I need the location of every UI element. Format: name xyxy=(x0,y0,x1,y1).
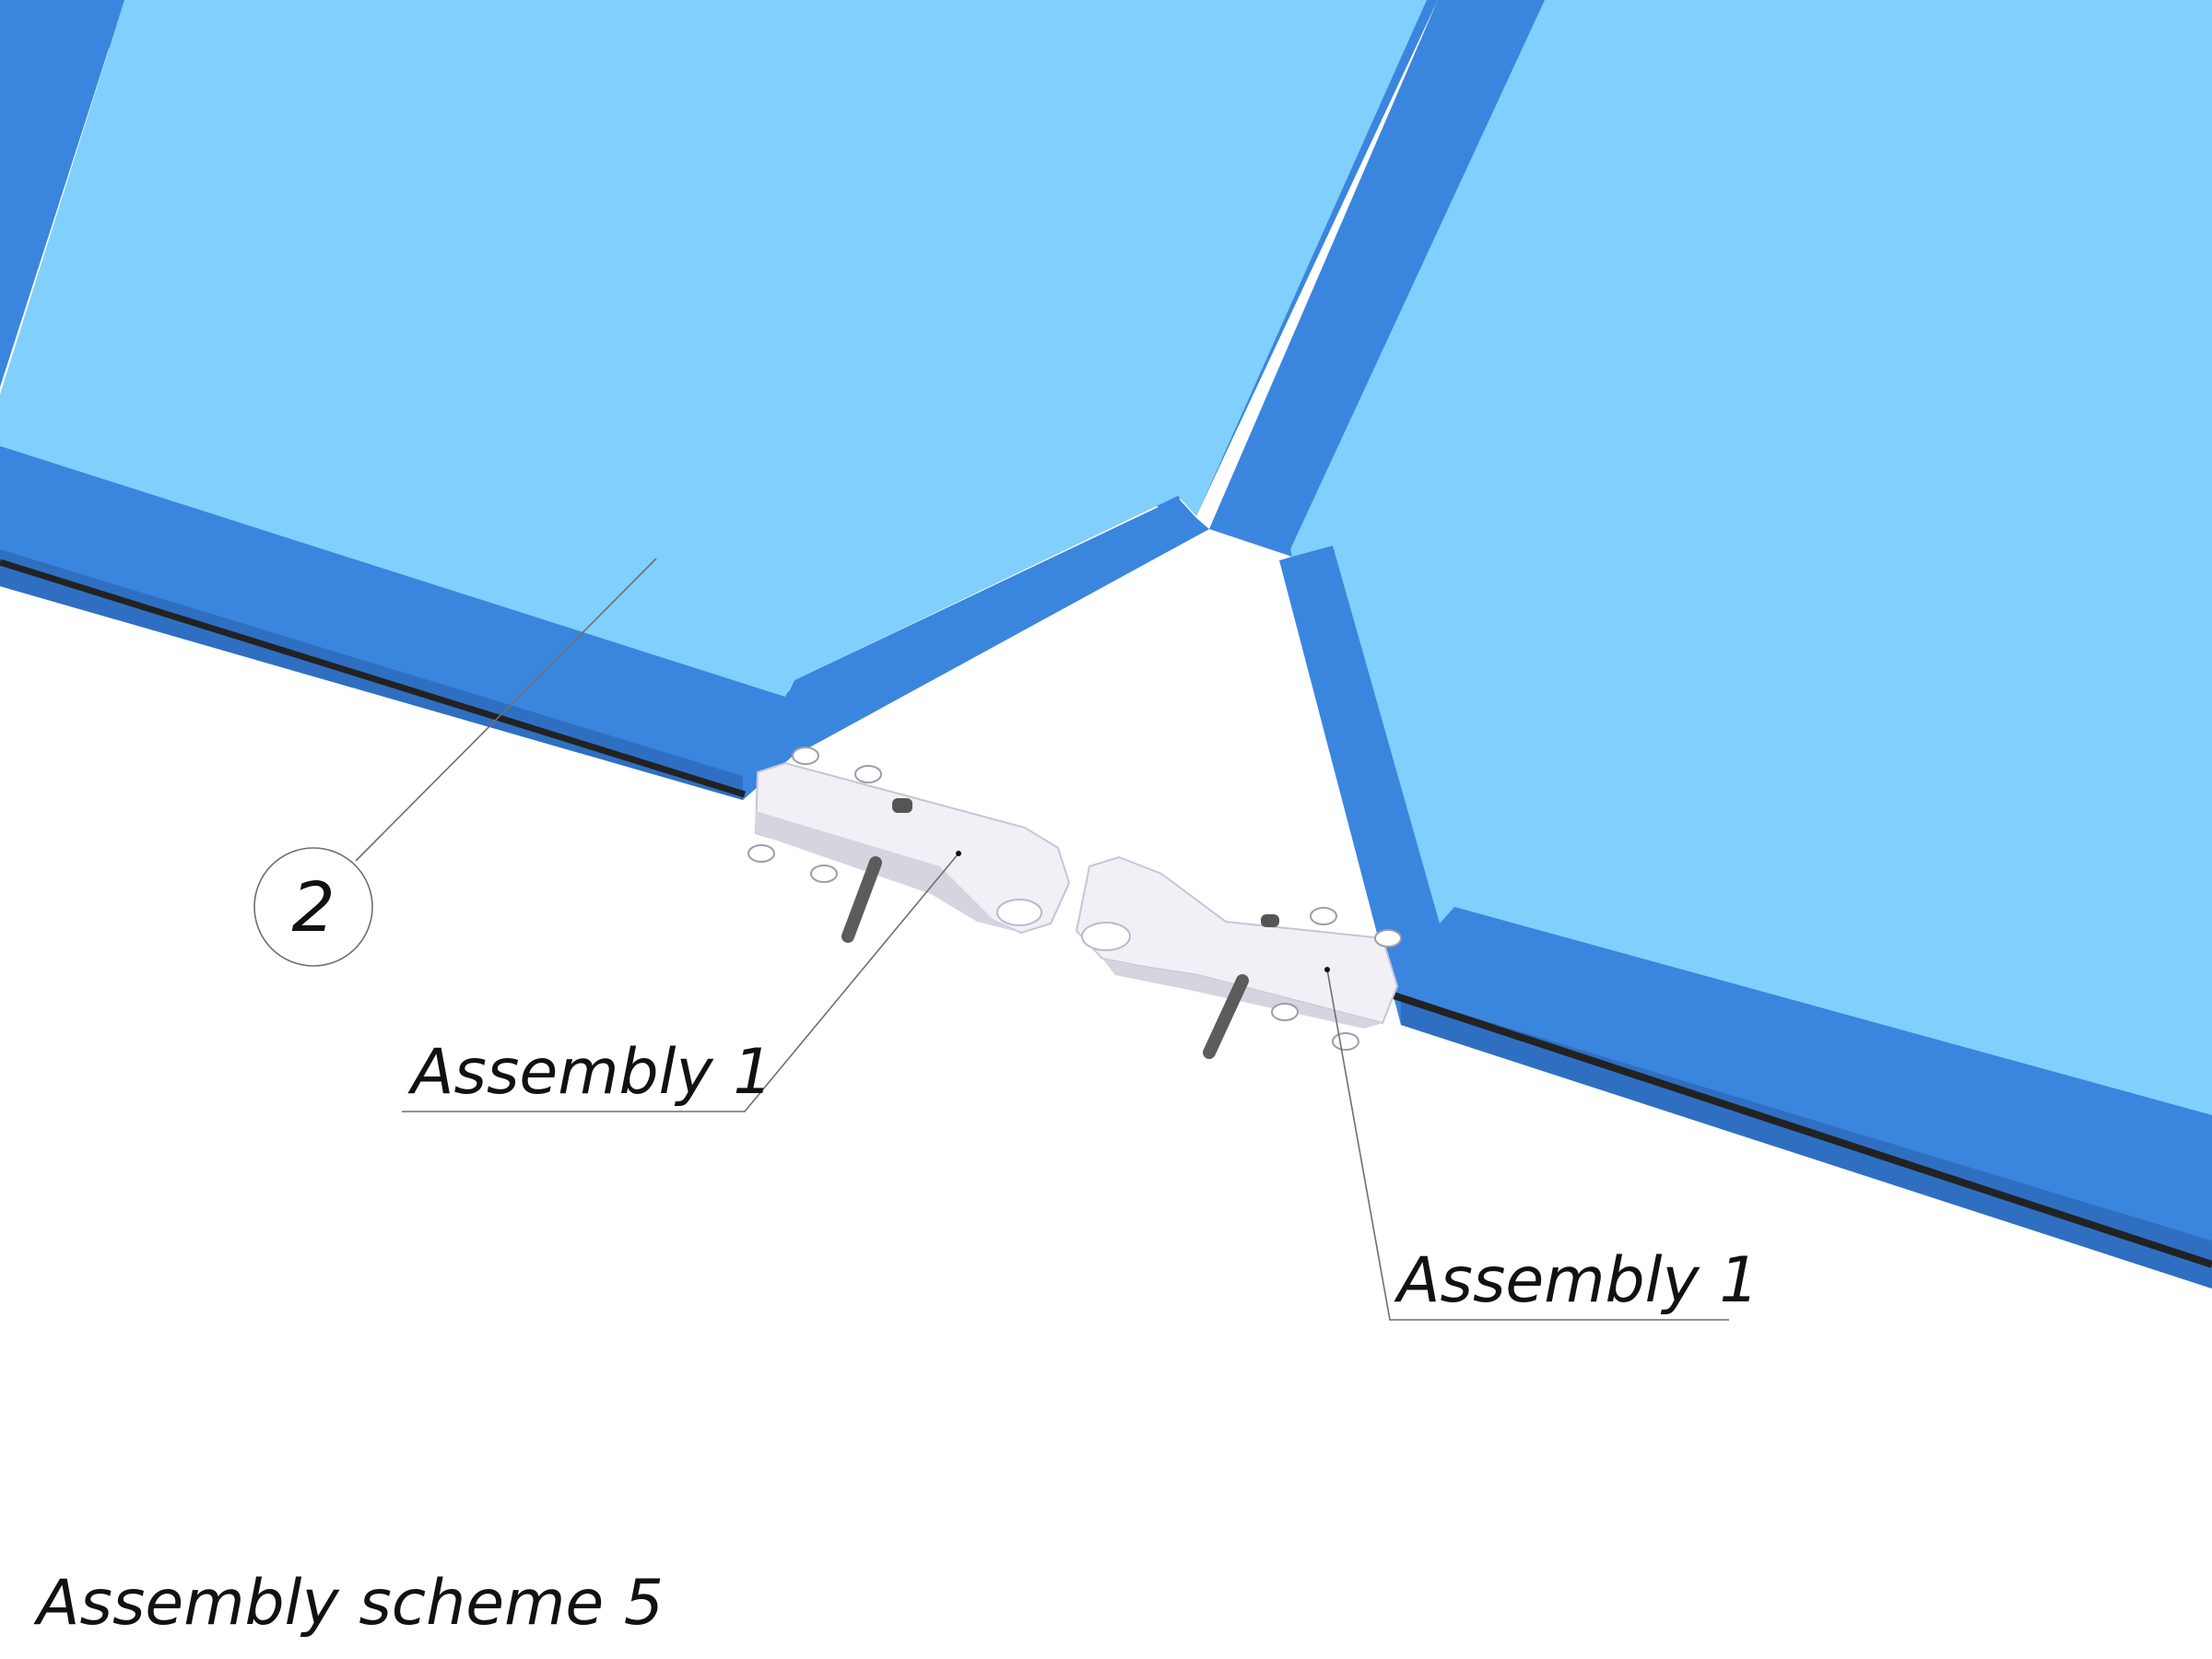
left-bracket-pin xyxy=(841,856,882,943)
assembly-label-left: Assembly 1 xyxy=(407,1036,773,1109)
left-panel xyxy=(0,0,1438,800)
screw-icon xyxy=(747,844,775,863)
hinge-bracket-left xyxy=(747,747,1071,943)
left-bracket-shade xyxy=(756,811,1021,933)
left-bracket-screws xyxy=(747,747,882,883)
left-panel-side-frame xyxy=(0,0,124,387)
right-frame-rod xyxy=(1392,992,2212,1268)
left-panel-bottom-frame xyxy=(0,446,1209,800)
right-bracket-screws xyxy=(1271,907,1402,1051)
part-balloon-circle xyxy=(253,847,373,967)
right-panel xyxy=(1209,0,2212,1288)
left-panel-glass xyxy=(0,0,1427,697)
left-bracket-dark-pin-head xyxy=(892,798,912,813)
leader-dot-right xyxy=(1324,967,1330,972)
screw-icon xyxy=(810,865,838,883)
right-panel-bottom-shadow xyxy=(1401,995,2212,1288)
leader-dot-left xyxy=(956,851,961,856)
leader-line-assembly-right xyxy=(1326,969,1729,1321)
leader-lines xyxy=(355,558,1729,1321)
left-frame-rod xyxy=(0,559,747,798)
drawing-caption: Assembly scheme 5 xyxy=(33,1567,664,1640)
right-bracket-pin xyxy=(1203,974,1249,1059)
leader-line-assembly-left xyxy=(402,853,959,1112)
right-panel-glass xyxy=(1290,0,2212,1115)
screw-icon xyxy=(1271,1003,1299,1021)
leader-line-panel xyxy=(355,558,657,862)
screw-icon xyxy=(792,747,819,765)
part-balloon: 2 xyxy=(253,847,373,967)
screw-icon xyxy=(854,765,882,783)
screw-icon xyxy=(1332,1032,1359,1051)
right-bracket-eye xyxy=(1081,922,1131,951)
part-balloon-label: 2 xyxy=(291,868,335,947)
right-bracket-dark-pin-head xyxy=(1261,914,1279,927)
assembly-label-right: Assembly 1 xyxy=(1394,1244,1759,1317)
screw-icon xyxy=(1374,929,1402,947)
hinge-bracket-right xyxy=(1075,855,1402,1059)
left-bracket-eye xyxy=(996,899,1042,926)
right-bracket-body xyxy=(1075,855,1399,1025)
screw-icon xyxy=(1310,907,1337,925)
